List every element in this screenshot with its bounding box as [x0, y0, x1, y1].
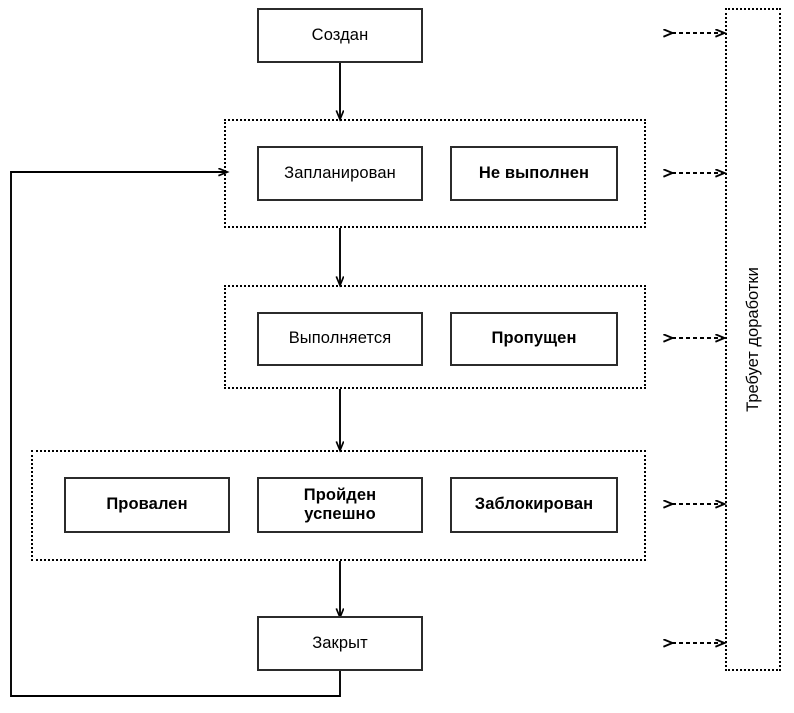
node-failed[interactable]: Провален: [64, 477, 230, 533]
group-in-progress: [224, 285, 646, 389]
node-passed[interactable]: Пройден успешно: [257, 477, 423, 533]
node-passed-label-line1: Пройден: [303, 485, 377, 504]
node-planned[interactable]: Запланирован: [257, 146, 423, 201]
node-created[interactable]: Создан: [257, 8, 423, 63]
node-rework-label: Требует доработки: [743, 267, 762, 412]
group-result: [31, 450, 646, 561]
node-skipped-label: Пропущен: [491, 329, 577, 348]
node-passed-label-line2: успешно: [304, 505, 376, 523]
node-rework-panel[interactable]: Требует доработки: [725, 8, 781, 671]
node-in-progress[interactable]: Выполняется: [257, 312, 423, 366]
node-not-executed-label: Не выполнен: [478, 163, 590, 182]
group-planned: [224, 119, 646, 228]
node-blocked[interactable]: Заблокирован: [450, 477, 618, 533]
node-in-progress-label: Выполняется: [288, 329, 392, 348]
node-failed-label: Провален: [106, 495, 188, 514]
node-blocked-label: Заблокирован: [474, 495, 594, 514]
node-planned-label: Запланирован: [284, 163, 396, 182]
node-closed[interactable]: Закрыт: [257, 616, 423, 671]
node-skipped[interactable]: Пропущен: [450, 312, 618, 366]
node-not-executed[interactable]: Не выполнен: [450, 146, 618, 201]
node-created-label: Создан: [311, 25, 369, 44]
node-closed-label: Закрыт: [312, 633, 368, 652]
